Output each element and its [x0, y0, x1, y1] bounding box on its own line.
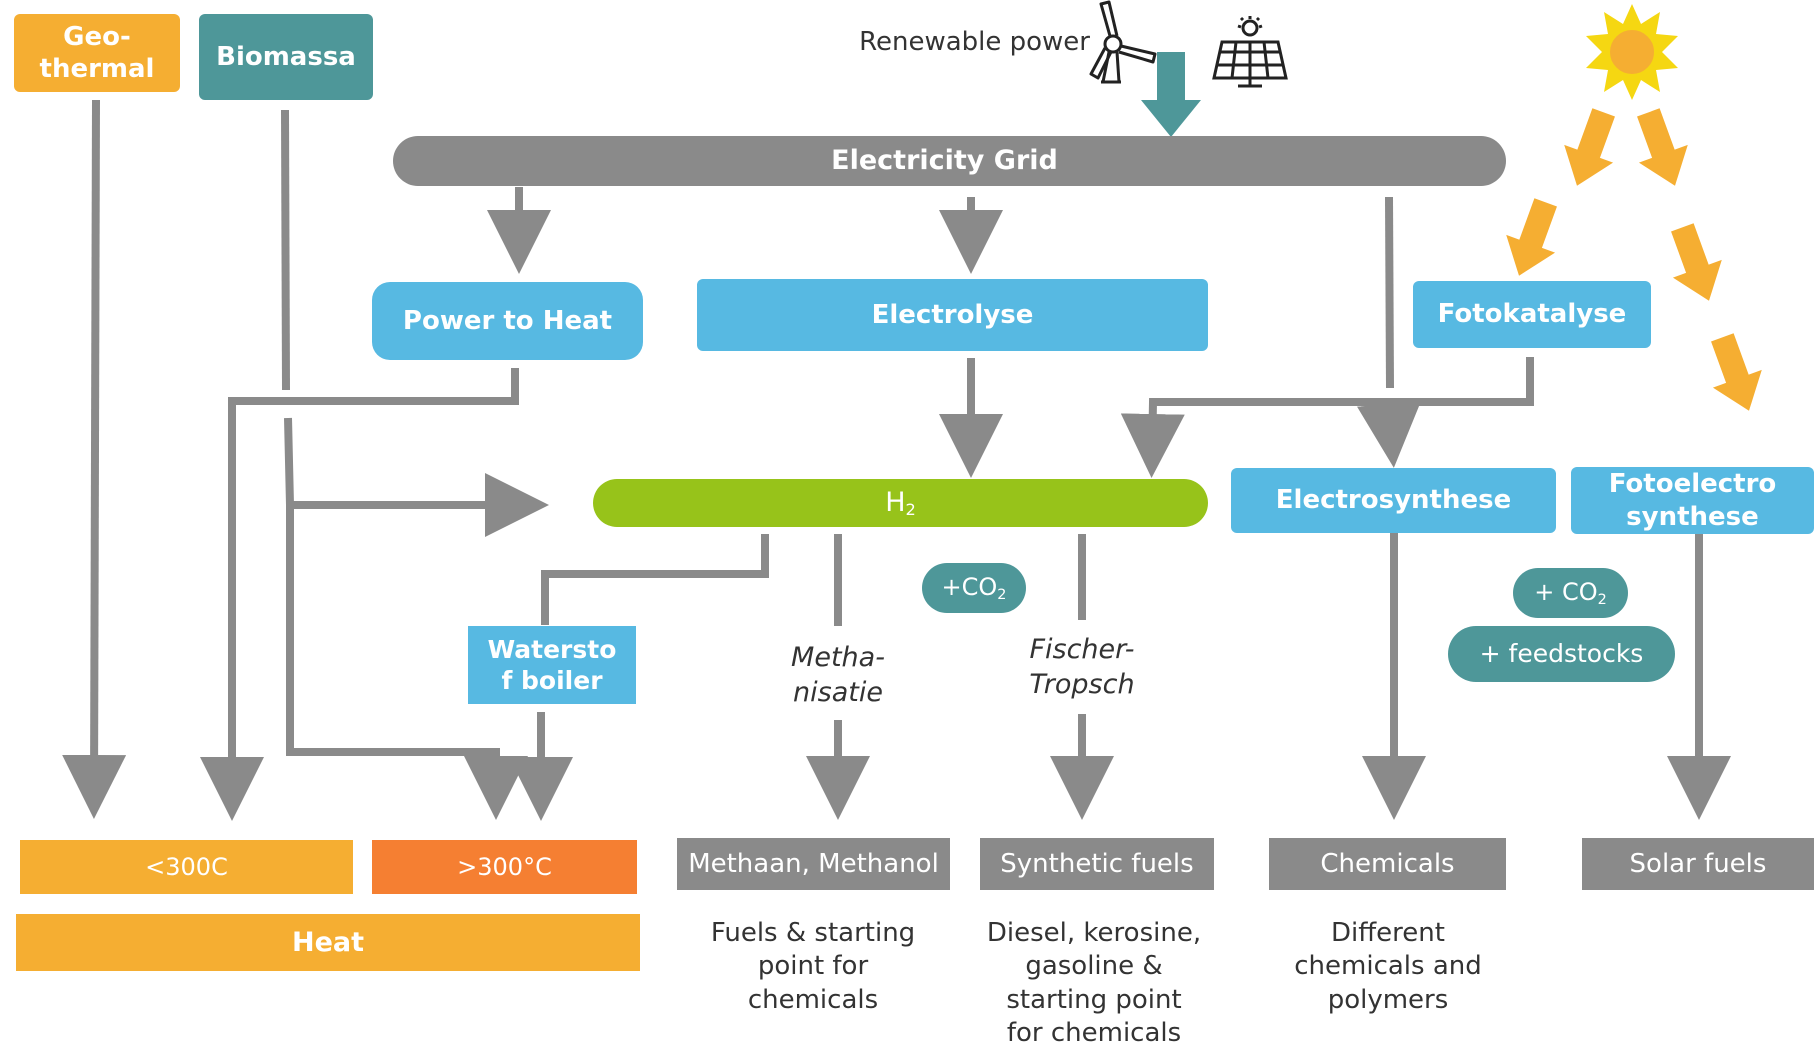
high-heat-box: >300°C	[372, 840, 637, 894]
fotokatalyse-box: Fotokatalyse	[1413, 281, 1651, 348]
low-heat-box: <300C	[20, 840, 353, 894]
fotoelectrosynthese-box: Fotoelectro synthese	[1571, 467, 1814, 534]
geothermal-box: Geo- thermal	[14, 14, 180, 92]
heat-box: Heat	[16, 914, 640, 971]
solar-fuels-box: Solar fuels	[1582, 838, 1814, 890]
hydrogen-label: H2	[885, 486, 916, 519]
feedstocks-input: + feedstocks	[1448, 626, 1675, 682]
sun-ray-arrow	[1564, 108, 1615, 186]
renewable-power-label: Renewable power	[859, 27, 1090, 57]
electrolyse-box: Electrolyse	[697, 279, 1208, 351]
connector-biomassa-to-h2	[284, 417, 549, 537]
fischer-tropsch-label: Fischer- Tropsch	[1029, 634, 1135, 701]
waterstof-boiler-box: Watersto f boiler	[468, 626, 636, 704]
methaan-methanol-box: Methaan, Methanol	[677, 838, 950, 890]
synthetic-fuels-box: Synthetic fuels	[980, 838, 1214, 890]
connector-p2h-low-heat	[200, 368, 519, 821]
renewable-arrow	[1141, 52, 1201, 137]
connector-fotokatalyse-h2	[1120, 357, 1534, 478]
connector-grid-electrosynthese	[1385, 196, 1394, 389]
connector-biomassa-to-high-heat	[286, 505, 528, 820]
sun-rays	[1506, 108, 1762, 411]
connectors	[62, 99, 1731, 821]
synthetic-fuels-description: Diesel, kerosine, gasoline & starting po…	[986, 918, 1202, 1048]
sun-ray-arrow	[1711, 333, 1762, 411]
electrosynthese-box: Electrosynthese	[1231, 468, 1556, 533]
methanisatie-label: Metha- nisatie	[791, 642, 885, 709]
sun-ray-arrow	[1671, 223, 1722, 301]
biomassa-box: Biomassa	[199, 14, 373, 100]
electricity-grid-label: Electricity Grid	[831, 145, 1058, 177]
chemicals-box: Chemicals	[1269, 838, 1506, 890]
connector-to-electrosynthese	[1357, 401, 1421, 468]
co2-input-right: + CO2	[1513, 568, 1628, 618]
sun-ray-arrow	[1506, 198, 1557, 276]
hydrogen-bar: H2	[593, 479, 1208, 527]
methaan-description: Fuels & starting point for chemicals	[710, 918, 916, 1015]
connector-h2-boiler	[541, 534, 769, 625]
connector-biomassa	[281, 109, 290, 391]
chemicals-description: Different chemicals and polymers	[1294, 918, 1482, 1015]
wind-turbine-icon	[1089, 0, 1157, 84]
sun-ray-arrow	[1637, 108, 1688, 186]
electricity-grid-bar: Electricity Grid	[393, 136, 1506, 186]
solar-panel-icon	[1212, 16, 1288, 88]
connector-geothermal-heat	[62, 99, 127, 819]
power-to-heat-box: Power to Heat	[372, 282, 643, 360]
sun-icon	[1586, 4, 1678, 100]
co2-input-left: +CO2	[922, 563, 1026, 613]
